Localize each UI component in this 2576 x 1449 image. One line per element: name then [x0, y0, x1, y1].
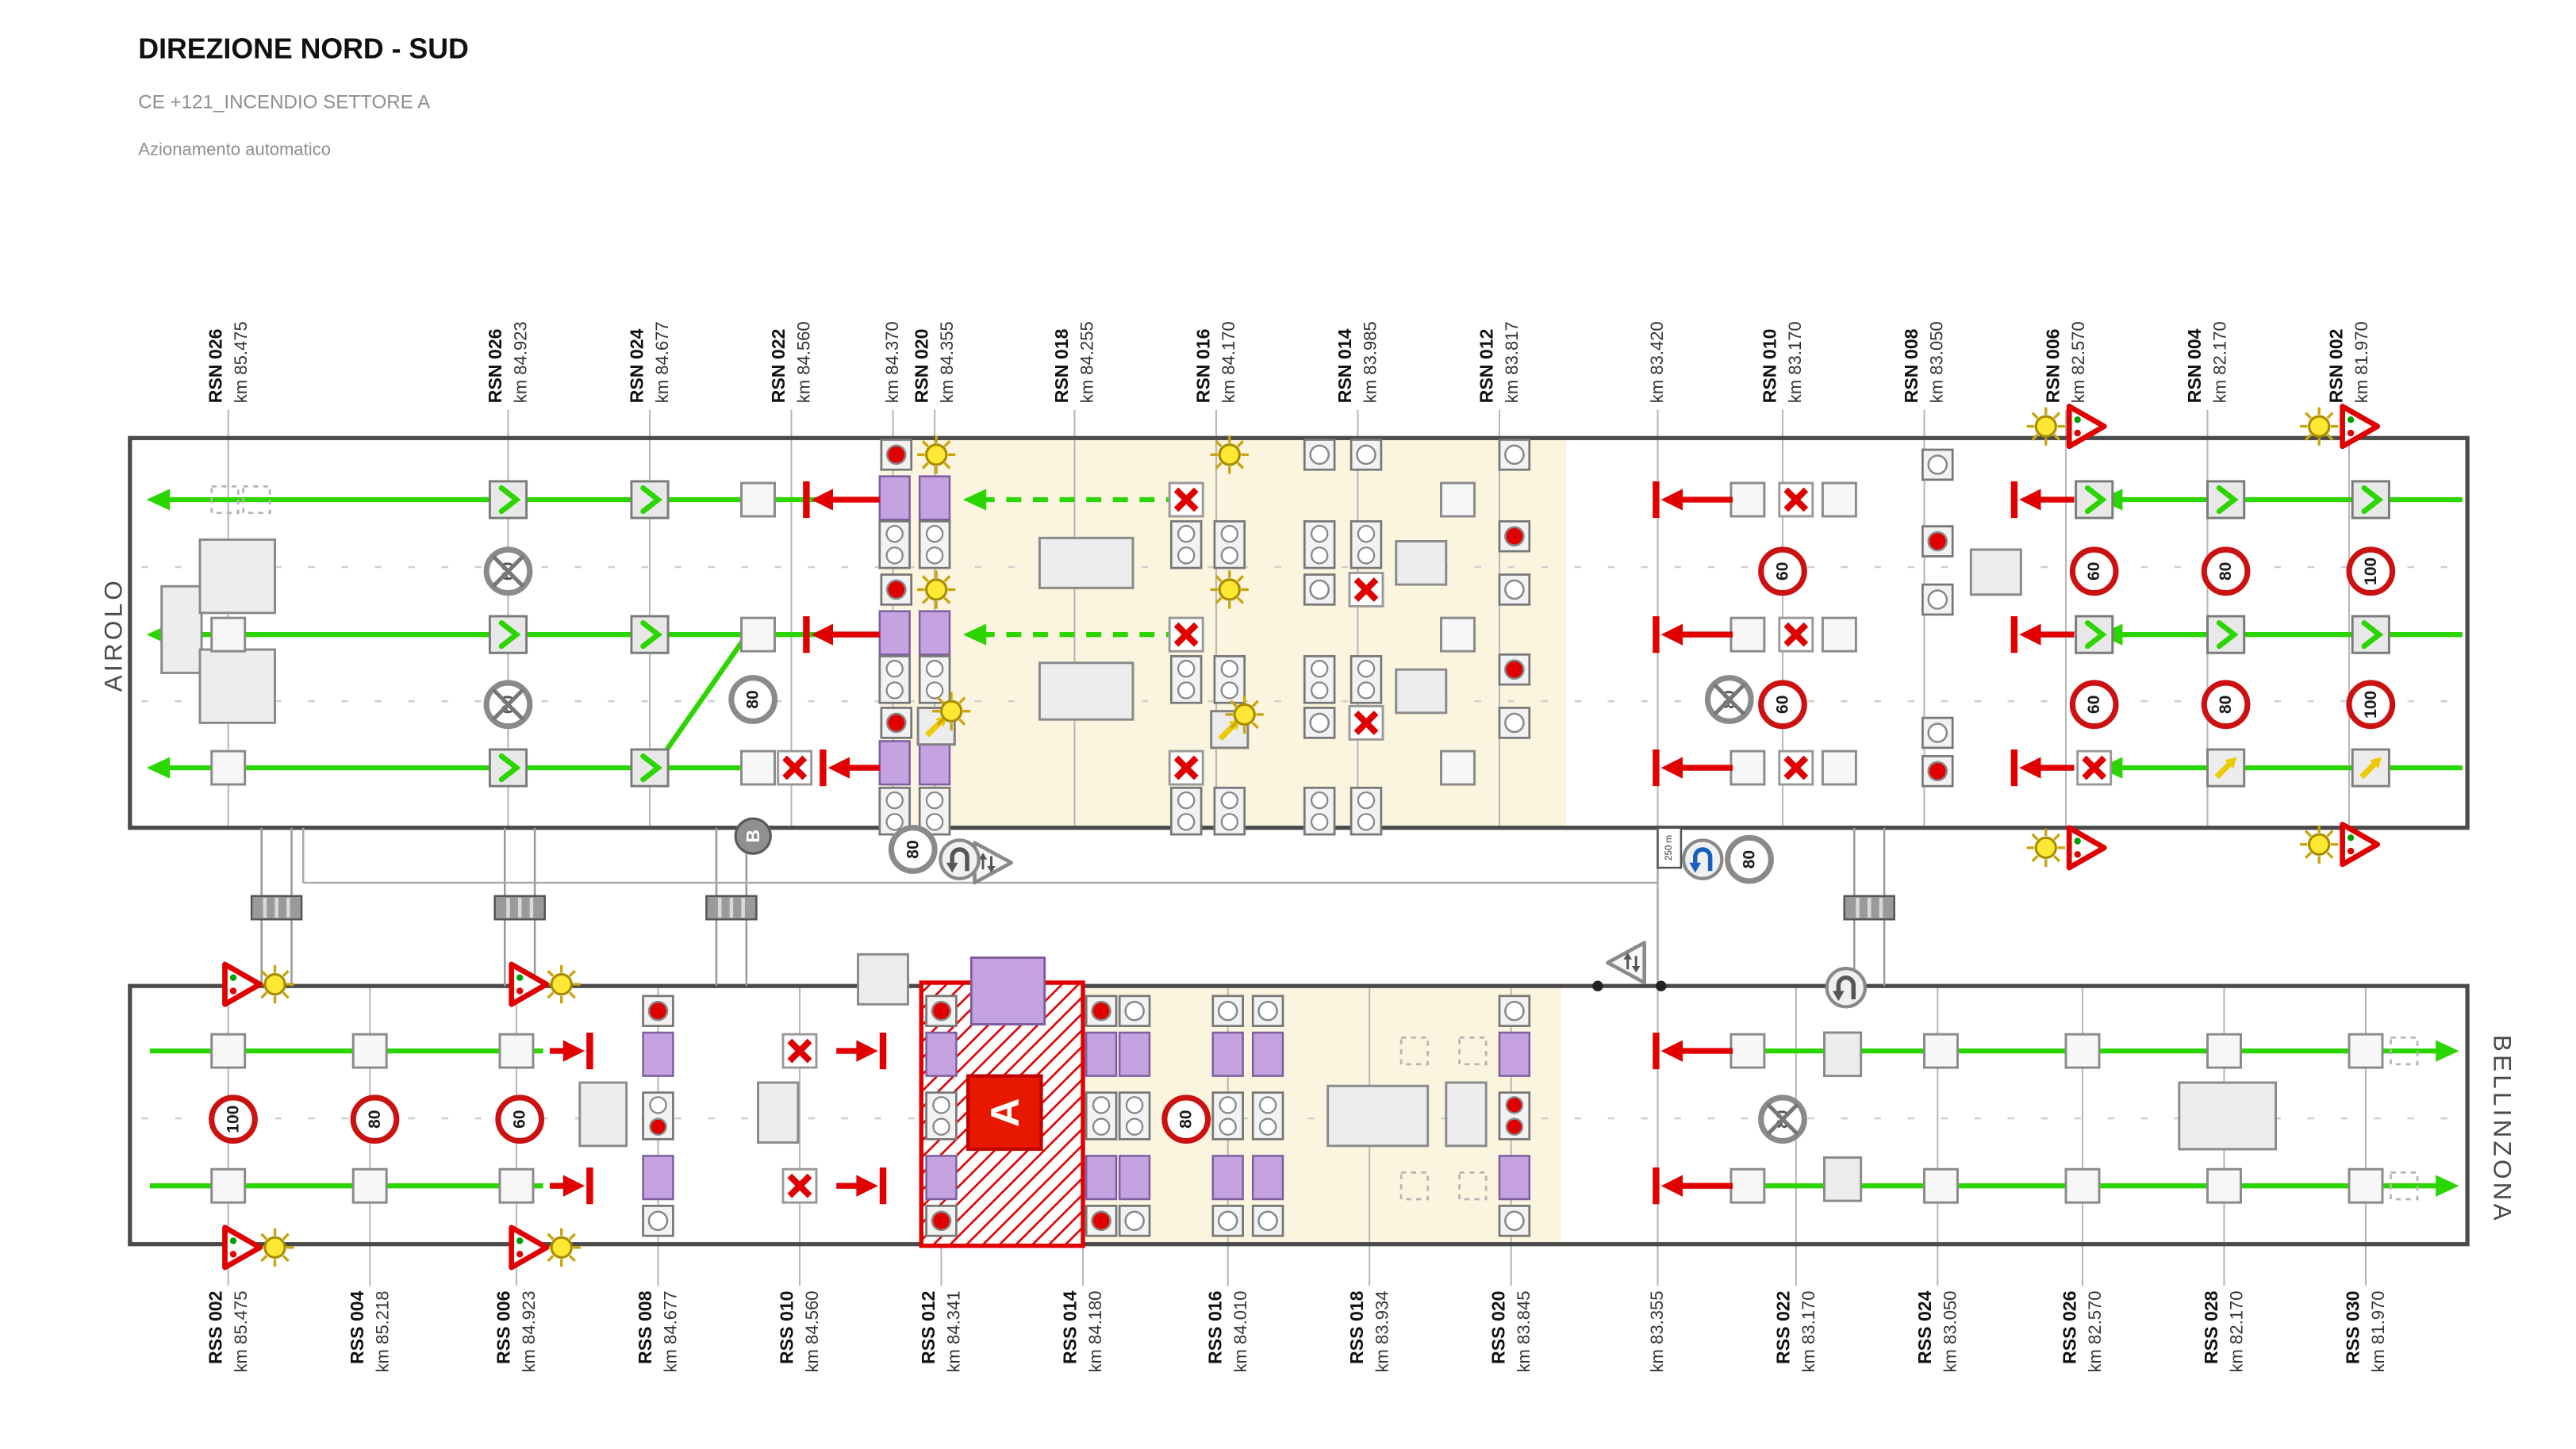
mode-status: Azionamento automatico — [138, 140, 332, 160]
svg-text:100: 100 — [224, 1106, 242, 1133]
svg-text:80: 80 — [366, 1110, 384, 1129]
page-title: DIREZIONE NORD - SUD — [138, 33, 469, 65]
flash-beacons — [255, 407, 2339, 1267]
svg-text:80: 80 — [904, 840, 922, 858]
svg-text:60: 60 — [1774, 562, 1792, 581]
direction-chevron-signs — [488, 480, 2390, 788]
svg-text:60: 60 — [1774, 696, 1792, 714]
traffic-lights — [642, 439, 1954, 1237]
svg-text:250 m: 250 m — [1664, 835, 1674, 861]
svg-text:60: 60 — [2085, 696, 2103, 714]
letter-b-sign: B — [734, 817, 772, 855]
svg-text:100: 100 — [2362, 691, 2380, 719]
svg-text:80: 80 — [2217, 562, 2235, 581]
svg-text:80: 80 — [1177, 1110, 1196, 1129]
svg-text:A: A — [982, 1098, 1027, 1127]
cross-passages — [250, 827, 1895, 987]
speed-limit-signs: 6060808080806060606080801001001008060808… — [209, 546, 2396, 1144]
svg-text:80: 80 — [1741, 850, 1759, 868]
scenario-subtitle: CE +121_INCENDIO SETTORE A — [138, 93, 431, 113]
u-turn-signs — [939, 838, 1868, 1009]
distance-250m-tag: 250 m — [1657, 826, 1683, 869]
svg-text:100: 100 — [2362, 558, 2380, 585]
svg-text:60: 60 — [511, 1110, 529, 1129]
lane-control-panels — [878, 475, 951, 786]
svg-text:80: 80 — [744, 690, 762, 708]
equipment-boxes — [160, 481, 2419, 1204]
svg-text:80: 80 — [2217, 696, 2235, 714]
warning-triangle-signs — [222, 404, 2381, 1271]
svg-text:60: 60 — [2085, 562, 2103, 581]
incident-sector-a-label: A — [966, 956, 1046, 1152]
closed-lane-x-signs — [777, 481, 2113, 1204]
tube-outlines — [128, 435, 2470, 1247]
stop-arrow-signals — [549, 481, 2075, 1205]
svg-text:B: B — [743, 830, 763, 843]
